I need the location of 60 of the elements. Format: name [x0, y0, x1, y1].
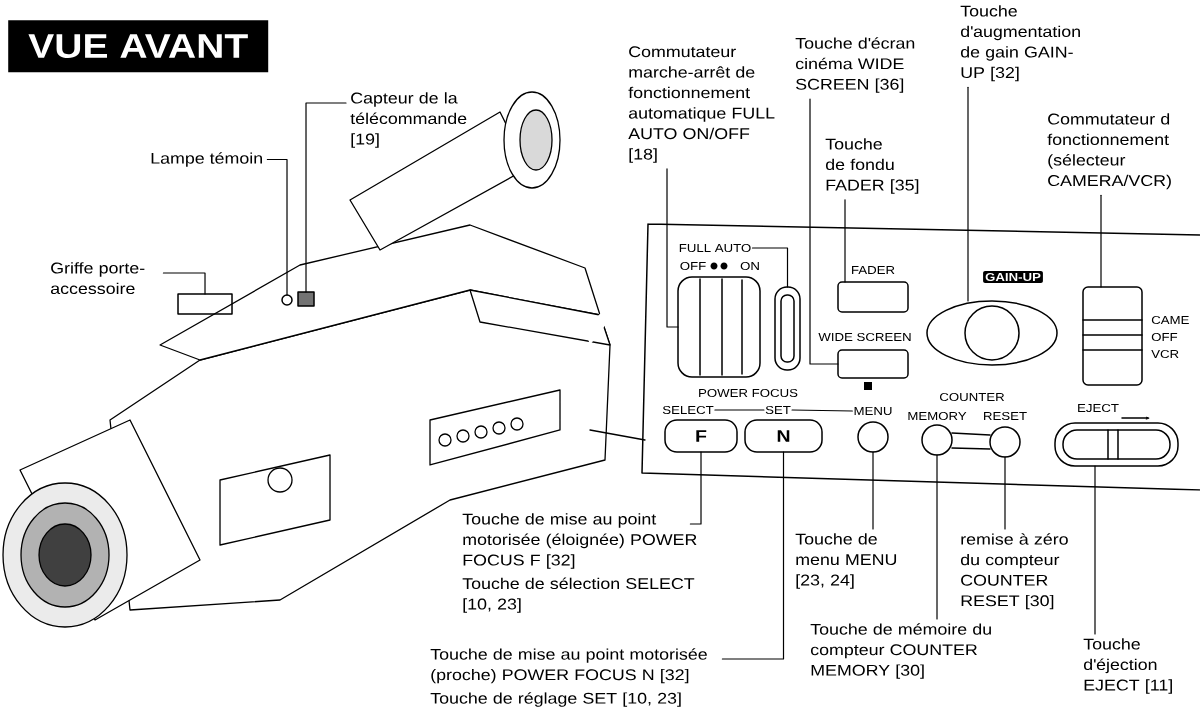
callout-text: remise à zéro du compteur COUNTER RESET [30] — [960, 533, 1068, 610]
leader-line — [305, 102, 347, 293]
leader-line — [751, 247, 789, 288]
leader-line — [266, 158, 288, 296]
callout-text: Touche de fondu FADER [35] — [825, 138, 919, 194]
leader-line — [714, 409, 765, 411]
callout-text: Touche de mise au point motorisée (éloignée) POWER FOCUS F [32] Touche de sélection SELECT [10, 23] — [462, 513, 697, 613]
callout-text: Capteur de la télécommande [19] — [350, 92, 467, 148]
callout-text: Touche d'éjection EJECT [11] — [1083, 638, 1172, 694]
focus-button: F — [664, 419, 738, 453]
leader-line — [872, 451, 874, 530]
panel-label: SELECT — [662, 405, 714, 415]
callout-text: Griffe porte-accessoire — [50, 262, 145, 295]
round-button — [989, 426, 1021, 458]
panel-label: FADER — [852, 266, 895, 274]
control-part — [774, 286, 801, 371]
callout-text: Commutateur d fonctionnement (sélecteur CAMERA/VCR) — [1047, 113, 1171, 190]
focus-button: N — [744, 419, 823, 453]
callout-text: Lampe témoin — [151, 152, 262, 167]
leader-line — [689, 451, 702, 525]
panel-label: MEMORY — [908, 411, 967, 421]
panel-label: FULL AUTO — [679, 243, 751, 253]
leader-line — [666, 168, 679, 328]
leader-line — [721, 451, 785, 660]
panel-label: ON — [740, 261, 759, 271]
knob-ring — [926, 300, 1058, 366]
indicator-lamp — [281, 294, 293, 306]
control-part — [837, 281, 909, 313]
callout-text: Touche de menu MENU [23, 24] — [795, 533, 897, 589]
control-part — [837, 349, 909, 379]
control-part — [1082, 286, 1143, 386]
leader-line — [844, 199, 846, 283]
control-part — [297, 291, 315, 307]
leader-line — [1004, 456, 1006, 530]
panel-label: COUNTER — [940, 392, 1005, 402]
leader-line — [1100, 194, 1102, 288]
callout-text: Commutateur marche-arrêt de fonctionnement automatique FULL AUTO ON/OFF [18] — [628, 46, 775, 163]
callout-text: Touche d'augmentation de gain GAIN-UP [32] — [960, 5, 1080, 82]
leader-line — [791, 409, 853, 412]
panel-label: MENU — [854, 407, 892, 415]
leader-line — [967, 86, 969, 302]
control-part — [677, 276, 761, 378]
title-banner: VUE AVANT — [8, 20, 269, 73]
callout-text: Touche de mémoire du compteur COUNTER MEMORY [30] — [810, 623, 991, 679]
panel-label: POWER FOCUS — [699, 388, 798, 398]
control-part — [1054, 422, 1179, 467]
panel-label: EJECT — [1078, 403, 1119, 413]
leader-line — [809, 98, 839, 365]
panel-label: WIDE SCREEN — [818, 332, 911, 342]
callout-text: Touche de mise au point motorisée (proche) POWER FOCUS N [32] Touche de réglage SET [10, 23] — [430, 648, 707, 707]
round-button — [921, 424, 953, 456]
round-button — [857, 421, 889, 453]
panel-label: RESET — [984, 411, 1027, 421]
panel-label: SET — [765, 405, 791, 415]
gain-up-badge: GAIN-UP — [983, 270, 1043, 284]
leader-line — [936, 454, 938, 620]
callout-text: Touche d'écran cinéma WIDE SCREEN [36] — [795, 37, 915, 93]
leader-line — [162, 272, 206, 295]
control-part — [177, 293, 233, 315]
leader-line — [1094, 465, 1096, 635]
